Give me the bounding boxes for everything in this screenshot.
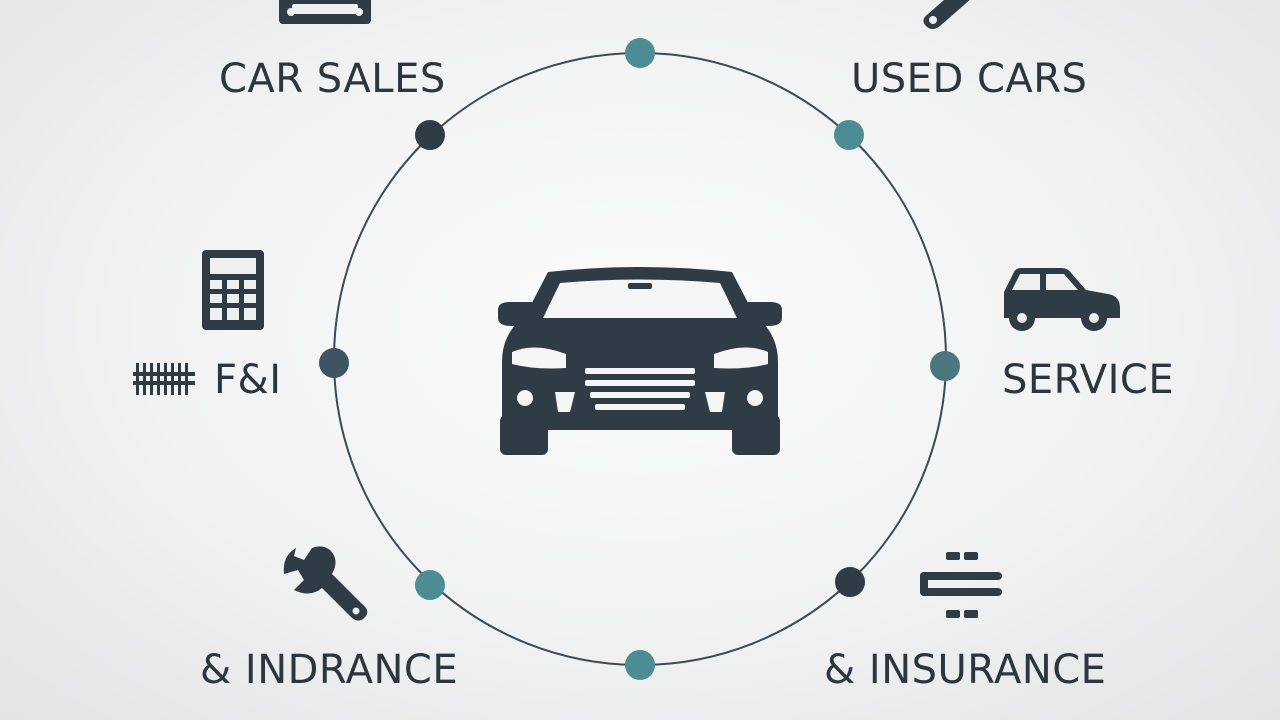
wrench-icon-bottom bbox=[283, 546, 368, 621]
car-icon bbox=[279, 0, 371, 24]
wrench-icon bbox=[923, 0, 970, 29]
label-used-cars: USED CARS bbox=[851, 56, 1088, 102]
label-car-sales: CAR SALES bbox=[219, 56, 446, 102]
node-bottom-left bbox=[415, 570, 445, 600]
node-top-right bbox=[834, 120, 864, 150]
node-left bbox=[319, 348, 349, 378]
label-fi: F&I bbox=[214, 357, 282, 403]
node-bottom-right bbox=[835, 567, 865, 597]
car-side-icon bbox=[1004, 268, 1120, 331]
car-front-details bbox=[512, 347, 768, 412]
node-top-left bbox=[415, 120, 445, 150]
label-service: SERVICE bbox=[1002, 357, 1175, 403]
node-top bbox=[625, 38, 655, 68]
label-indrance: & INDRANCE bbox=[200, 647, 459, 693]
node-bottom bbox=[625, 650, 655, 680]
node-right bbox=[930, 351, 960, 381]
label-insurance: & INSURANCE bbox=[824, 647, 1107, 693]
document-lines-icon bbox=[920, 552, 1002, 618]
barcode-icon bbox=[133, 363, 195, 395]
calculator-icon bbox=[202, 250, 264, 330]
